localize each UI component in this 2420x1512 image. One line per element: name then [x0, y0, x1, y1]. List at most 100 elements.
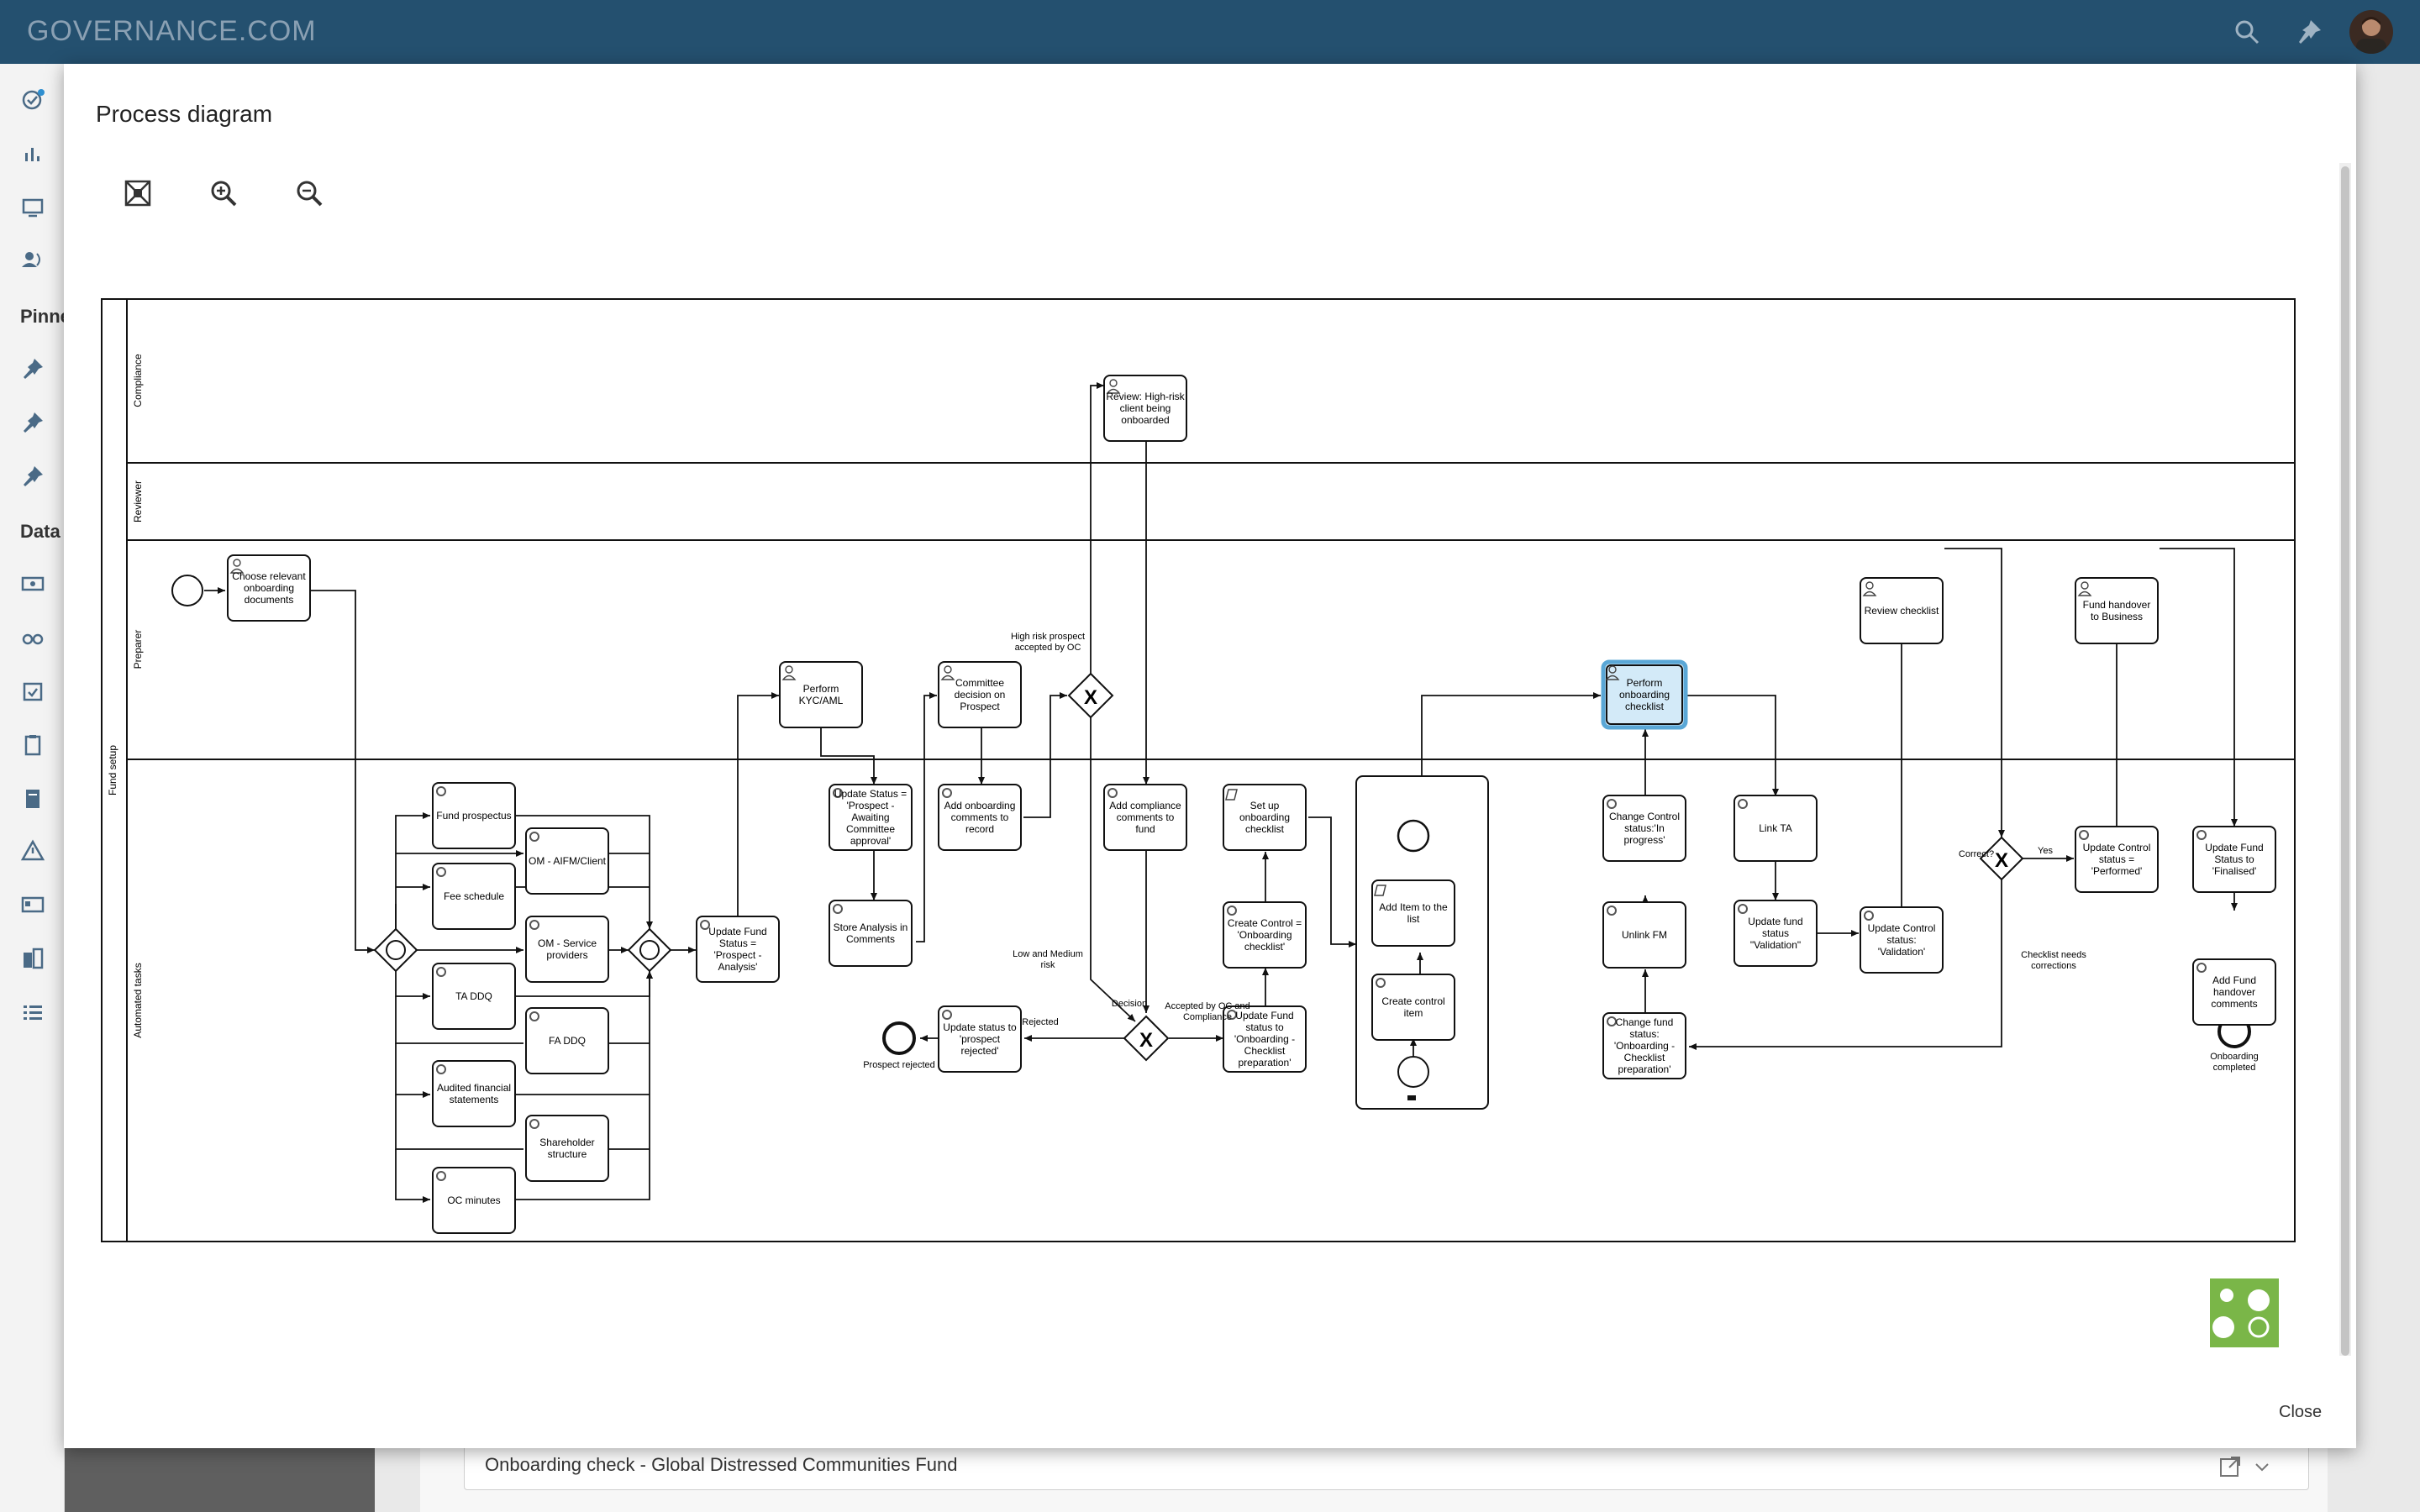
- money-icon[interactable]: [20, 571, 45, 596]
- task-fund-prospectus[interactable]: [432, 782, 516, 849]
- decision-gateway-label: Decision: [1112, 999, 1147, 1009]
- task-link-ta[interactable]: [1733, 795, 1818, 862]
- zoom-in-icon[interactable]: [207, 176, 240, 210]
- task-perform-kyc[interactable]: [779, 661, 863, 728]
- end-event-prospect-rejected[interactable]: [882, 1021, 916, 1055]
- task-om-service-providers[interactable]: [525, 916, 609, 983]
- task-update-prospect-rejected[interactable]: [938, 1005, 1022, 1073]
- reports-chart-icon[interactable]: [20, 141, 45, 166]
- pin-icon[interactable]: [2294, 17, 2324, 47]
- clipboard-icon[interactable]: [20, 732, 45, 758]
- task-setup-checklist[interactable]: [1223, 784, 1307, 851]
- task-label: FA DDQ: [548, 1035, 586, 1047]
- task-label: Change fund status: 'Onboarding - Checkl…: [1613, 1016, 1676, 1075]
- svg-text:X: X: [1139, 1029, 1153, 1052]
- dialog-scrollbar-thumb[interactable]: [2341, 166, 2349, 1356]
- task-change-control-in-progress[interactable]: [1602, 795, 1686, 862]
- buildings-icon[interactable]: [20, 946, 45, 971]
- ledger-icon[interactable]: [20, 786, 45, 811]
- task-label: Link TA: [1759, 822, 1792, 834]
- task-label: Update Fund status to 'Onboarding - Chec…: [1234, 1010, 1296, 1068]
- task-review-high-risk[interactable]: [1103, 375, 1187, 442]
- task-committee-decision[interactable]: [938, 661, 1022, 728]
- task-label: Review: High-risk client being onboarded: [1106, 391, 1185, 426]
- add-items-subprocess[interactable]: [1355, 775, 1489, 1110]
- task-update-finalised[interactable]: [2192, 826, 2276, 893]
- task-label: Fund prospectus: [436, 810, 512, 822]
- pin-icon[interactable]: [20, 356, 45, 381]
- user-task-icon: [229, 559, 245, 574]
- task-oc-minutes[interactable]: [432, 1167, 516, 1234]
- list-icon[interactable]: [20, 1000, 45, 1025]
- flow-label-high-risk: High risk prospect accepted by OC: [1010, 632, 1086, 653]
- end-event-label-prospect-rejected: Prospect rejected: [863, 1060, 935, 1070]
- background-record-field[interactable]: Onboarding check - Global Distressed Com…: [464, 1441, 2309, 1490]
- task-update-control-performed[interactable]: [2075, 826, 2159, 893]
- task-unlink-fm[interactable]: [1602, 901, 1686, 969]
- warning-icon[interactable]: [20, 838, 45, 864]
- pool-border: [101, 298, 2296, 1242]
- task-fa-ddq[interactable]: [525, 1007, 609, 1074]
- close-button[interactable]: Close: [2279, 1403, 2323, 1421]
- open-external-icon[interactable]: [2217, 1454, 2243, 1479]
- task-update-checklist-preparation[interactable]: [1223, 1005, 1307, 1073]
- fit-to-screen-icon[interactable]: [121, 176, 155, 210]
- top-app-bar: GOVERNANCE.COM: [0, 0, 2420, 64]
- app-logo-text[interactable]: GOVERNANCE.COM: [27, 15, 317, 47]
- service-task-icons: [436, 786, 2207, 1181]
- tasks-check-icon[interactable]: [20, 87, 45, 113]
- task-label: Audited financial statements: [436, 1082, 512, 1105]
- end-event-label-onboarding-completed: Onboarding completed: [2210, 1052, 2259, 1073]
- flow-label-accepted: Accepted by OC and Compliance: [1165, 1001, 1250, 1022]
- task-om-aifm[interactable]: [525, 827, 609, 895]
- task-update-fund-validation[interactable]: [1733, 900, 1818, 967]
- task-label: Update Control status = 'Performed': [2082, 842, 2151, 877]
- calendar-check-icon[interactable]: [20, 679, 45, 704]
- user-task-icon: [1605, 665, 1620, 680]
- id-card-icon[interactable]: [20, 892, 45, 917]
- task-choose-documents[interactable]: [227, 554, 311, 622]
- task-fund-handover[interactable]: [2075, 577, 2159, 644]
- flow-label-yes: Yes: [2038, 846, 2053, 856]
- user-avatar[interactable]: [2349, 10, 2393, 54]
- task-review-checklist[interactable]: [1860, 577, 1944, 644]
- task-label: Committee decision on Prospect: [954, 677, 1006, 712]
- task-label: Review checklist: [1864, 605, 1939, 617]
- task-add-item[interactable]: [1371, 879, 1455, 947]
- user-task-icon: [781, 665, 797, 680]
- task-update-awaiting-approval[interactable]: [829, 784, 913, 851]
- pin-icon[interactable]: [20, 464, 45, 489]
- user-task-icon: [940, 665, 955, 680]
- process-diagram-dialog: Process diagram Fund setup Compliance Re…: [64, 64, 2356, 1448]
- start-event[interactable]: [171, 575, 203, 606]
- task-change-fund-checklist-prep[interactable]: [1602, 1012, 1686, 1079]
- task-update-prospect-analysis[interactable]: [696, 916, 780, 983]
- people-icon[interactable]: [20, 247, 45, 272]
- task-label: OC minutes: [447, 1194, 501, 1206]
- task-label: Update Fund Status = 'Prospect - Analysi…: [708, 926, 767, 973]
- lane-label-reviewer: Reviewer: [132, 480, 144, 522]
- screen-share-icon[interactable]: [20, 195, 45, 220]
- pin-icon[interactable]: [20, 410, 45, 435]
- task-create-control-item[interactable]: [1371, 974, 1455, 1041]
- glasses-icon[interactable]: [20, 625, 45, 650]
- task-add-handover-comments[interactable]: [2192, 958, 2276, 1026]
- task-perform-onboarding-checklist-selected[interactable]: [1601, 659, 1688, 730]
- zoom-out-icon[interactable]: [292, 176, 326, 210]
- task-update-control-validation[interactable]: [1860, 906, 1944, 974]
- task-store-analysis[interactable]: [829, 900, 913, 967]
- task-ta-ddq[interactable]: [432, 963, 516, 1030]
- task-shareholder-structure[interactable]: [525, 1115, 609, 1182]
- chevron-down-icon[interactable]: [2251, 1456, 2273, 1478]
- lane-label-preparer: Preparer: [132, 630, 144, 669]
- task-label: Add onboarding comments to record: [944, 800, 1016, 835]
- task-add-onboarding-comments[interactable]: [938, 784, 1022, 851]
- task-create-control-checklist[interactable]: [1223, 901, 1307, 969]
- task-fee-schedule[interactable]: [432, 863, 516, 930]
- task-add-compliance-comments[interactable]: [1103, 784, 1187, 851]
- task-label: Add Fund handover comments: [2211, 974, 2258, 1010]
- bpmn-process-diagram[interactable]: Fund setup Compliance Reviewer Preparer …: [64, 64, 2356, 1448]
- record-field-value: Onboarding check - Global Distressed Com…: [485, 1454, 958, 1475]
- search-icon[interactable]: [2232, 17, 2262, 47]
- task-audited-statements[interactable]: [432, 1060, 516, 1127]
